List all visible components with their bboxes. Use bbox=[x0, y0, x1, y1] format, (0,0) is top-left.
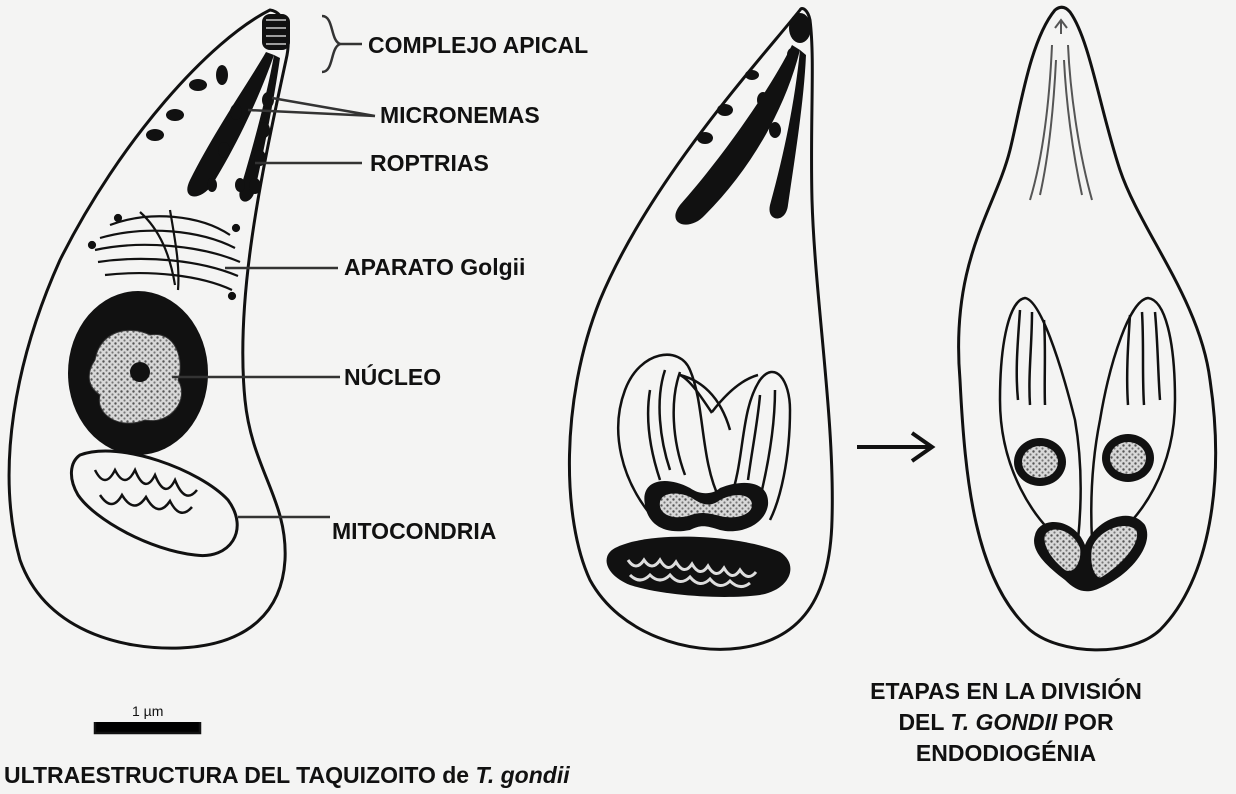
apical-brace bbox=[322, 16, 340, 72]
label-apical-complex: COMPLEJO APICAL bbox=[368, 34, 588, 57]
caption-right-line3: ENDODIOGÉNIA bbox=[826, 738, 1186, 769]
caption-right-line1: ETAPAS EN LA DIVISIÓN bbox=[826, 676, 1186, 707]
stage-arrow bbox=[857, 433, 932, 461]
dividing-cell-2-apical bbox=[1030, 20, 1092, 200]
nucleus bbox=[68, 291, 208, 455]
dividing-cell-1-organelles bbox=[675, 45, 806, 225]
scale-bar bbox=[95, 722, 200, 733]
label-micronemes: MICRONEMAS bbox=[380, 104, 540, 127]
caption-left-species: T. gondii bbox=[476, 762, 570, 788]
daughter-nuclei-2 bbox=[1014, 434, 1154, 486]
mitochondria bbox=[71, 451, 237, 556]
label-mitochondria: MITOCONDRIA bbox=[332, 520, 496, 543]
dividing-mitochondria-1 bbox=[607, 537, 791, 597]
caption-left-text: ULTRAESTRUCTURA DEL TAQUIZOITO de bbox=[4, 762, 476, 788]
label-nucleus: NÚCLEO bbox=[344, 366, 441, 389]
dividing-cell-1-apical bbox=[789, 13, 811, 43]
caption-right: ETAPAS EN LA DIVISIÓN DEL T. GONDII POR … bbox=[826, 676, 1186, 769]
apical-complex bbox=[262, 14, 290, 50]
daughter-nuclei-1 bbox=[644, 481, 768, 531]
scale-bar-label: 1 µm bbox=[132, 704, 163, 718]
label-rhoptries: ROPTRIAS bbox=[370, 152, 489, 175]
golgi-apparatus bbox=[89, 210, 240, 299]
label-golgi: APARATO Golgii bbox=[344, 256, 525, 279]
caption-left: ULTRAESTRUCTURA DEL TAQUIZOITO de T. gon… bbox=[4, 764, 570, 787]
caption-right-line2-prefix: DEL bbox=[898, 709, 950, 735]
caption-right-line2-species: T. GONDII bbox=[950, 709, 1057, 735]
caption-right-line2: DEL T. GONDII POR bbox=[826, 707, 1186, 738]
caption-right-line2-suffix: POR bbox=[1057, 709, 1113, 735]
daughter-cells-2 bbox=[1000, 298, 1175, 540]
